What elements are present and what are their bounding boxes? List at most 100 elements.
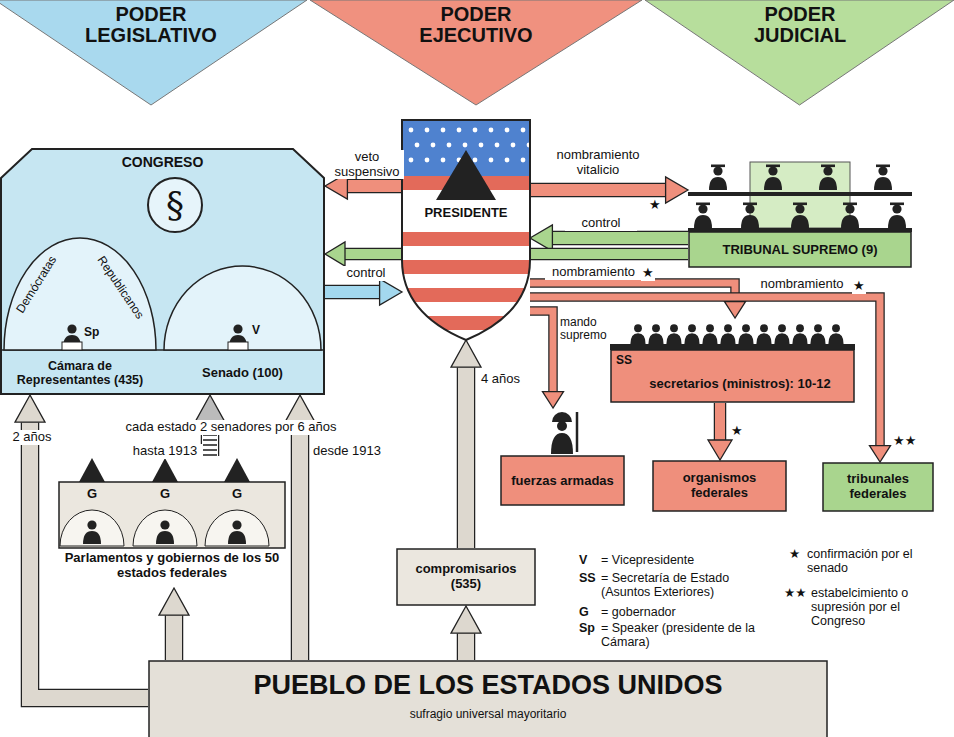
cabinet-box <box>611 350 854 402</box>
soldier-rifle <box>576 412 579 452</box>
speaker-desk <box>62 342 82 350</box>
legend-text: = gobernador <box>600 605 772 619</box>
star-mark: ★ <box>788 547 801 561</box>
person-head <box>892 204 901 213</box>
person-head <box>823 166 832 175</box>
person-body <box>738 333 753 344</box>
edge-label: 4 años <box>480 372 532 387</box>
shield-band <box>402 204 530 224</box>
process-box <box>501 456 624 505</box>
arrow-head <box>708 440 732 460</box>
person-head <box>67 324 76 333</box>
legend-text: = Secretaría de Estado (Asuntos Exterior… <box>600 571 770 599</box>
legend-text: SS <box>578 571 597 585</box>
arrow-head <box>870 446 891 462</box>
governor-triangle <box>152 458 178 482</box>
node-text: Sp <box>84 326 106 340</box>
person-body <box>841 215 859 228</box>
connector-arrow <box>159 588 189 660</box>
shield-star <box>495 143 500 148</box>
edge-label: hasta 1913 <box>128 444 202 459</box>
edge-label: desde 1913 <box>312 444 389 459</box>
person-body <box>756 333 771 344</box>
edge-label: 2 años <box>6 430 58 445</box>
node-text: PODER LEGISLATIVO <box>76 4 226 46</box>
legend-text: = Speaker (presidente de la Cámara) <box>600 621 772 649</box>
person-body <box>720 333 735 344</box>
node-text: PODER JUDICIAL <box>725 4 875 46</box>
arrow-head <box>725 302 746 318</box>
connector-arrow <box>530 177 688 203</box>
judge-hat <box>793 203 807 206</box>
node-text: PODER EJECUTIVO <box>401 4 551 46</box>
electors-box: compromisarios (535) <box>396 548 536 606</box>
arrow-head <box>15 395 45 422</box>
person-head <box>778 324 786 332</box>
node-text: § <box>147 187 203 223</box>
arrow-head <box>451 606 481 633</box>
node-text: V <box>252 324 268 338</box>
process-box: tribunales federales <box>822 462 934 512</box>
person-head <box>796 324 804 332</box>
person-head <box>87 520 96 529</box>
person-head <box>742 324 750 332</box>
shield-star <box>431 143 436 148</box>
node-text: organismos federales <box>656 471 783 501</box>
symbol-circle: § <box>147 177 203 233</box>
soldier-helmet <box>552 412 572 422</box>
speaker-desk <box>228 342 248 350</box>
star-mark: ★ <box>648 198 662 213</box>
arrow-outline <box>457 633 476 660</box>
shield-star <box>415 143 420 148</box>
arrow-body <box>292 422 308 660</box>
banner-triangle <box>645 0 954 105</box>
node-text: CONGRESO <box>0 154 325 170</box>
governor-triangle <box>224 458 250 482</box>
arrow-outline <box>347 179 402 194</box>
shield-star <box>473 128 478 133</box>
edge-label: nombramiento <box>545 265 642 280</box>
legend-text: G <box>578 605 590 619</box>
shield-star <box>425 128 430 133</box>
judge-hat <box>890 203 904 206</box>
arrow-outline <box>530 183 666 198</box>
shield-star <box>457 128 462 133</box>
person-head <box>795 204 804 213</box>
note-label: cada estado 2 senadores por 6 años <box>110 420 352 435</box>
arrow-body <box>530 184 666 196</box>
connector-arrow <box>325 279 402 305</box>
arrow-head <box>451 340 481 367</box>
judge-hat <box>743 203 757 206</box>
connector-arrow <box>451 606 481 660</box>
legend-text: confirmación por el senado <box>806 547 943 575</box>
congress-outline <box>1 149 324 394</box>
process-box <box>653 461 786 511</box>
node-text: SS <box>616 354 640 368</box>
node-text: fuerzas armadas <box>500 474 625 489</box>
banner-triangle: PODER LEGISLATIVO <box>0 0 307 105</box>
people-band <box>149 661 827 737</box>
shield-star <box>409 158 414 163</box>
person-body <box>764 177 782 190</box>
shield-star <box>489 128 494 133</box>
arrow-outline <box>291 422 310 660</box>
shield-star <box>473 158 478 163</box>
shield-outline <box>402 120 530 340</box>
governor-triangle <box>79 458 105 482</box>
person-head <box>845 204 854 213</box>
judge-hat <box>843 203 857 206</box>
node-text: compromisarios (535) <box>401 562 531 592</box>
arrow-body <box>458 367 474 548</box>
judge-hat <box>876 165 890 168</box>
person-body <box>666 333 681 344</box>
person-body <box>648 333 663 344</box>
person-body <box>874 177 892 190</box>
connector-arrow <box>451 340 481 548</box>
node-text: tribunales federales <box>826 472 930 502</box>
person-head <box>878 166 887 175</box>
shield-star <box>441 128 446 133</box>
person-body <box>630 333 645 344</box>
person-body <box>888 215 906 228</box>
shield-star <box>463 143 468 148</box>
shield-star <box>409 128 414 133</box>
